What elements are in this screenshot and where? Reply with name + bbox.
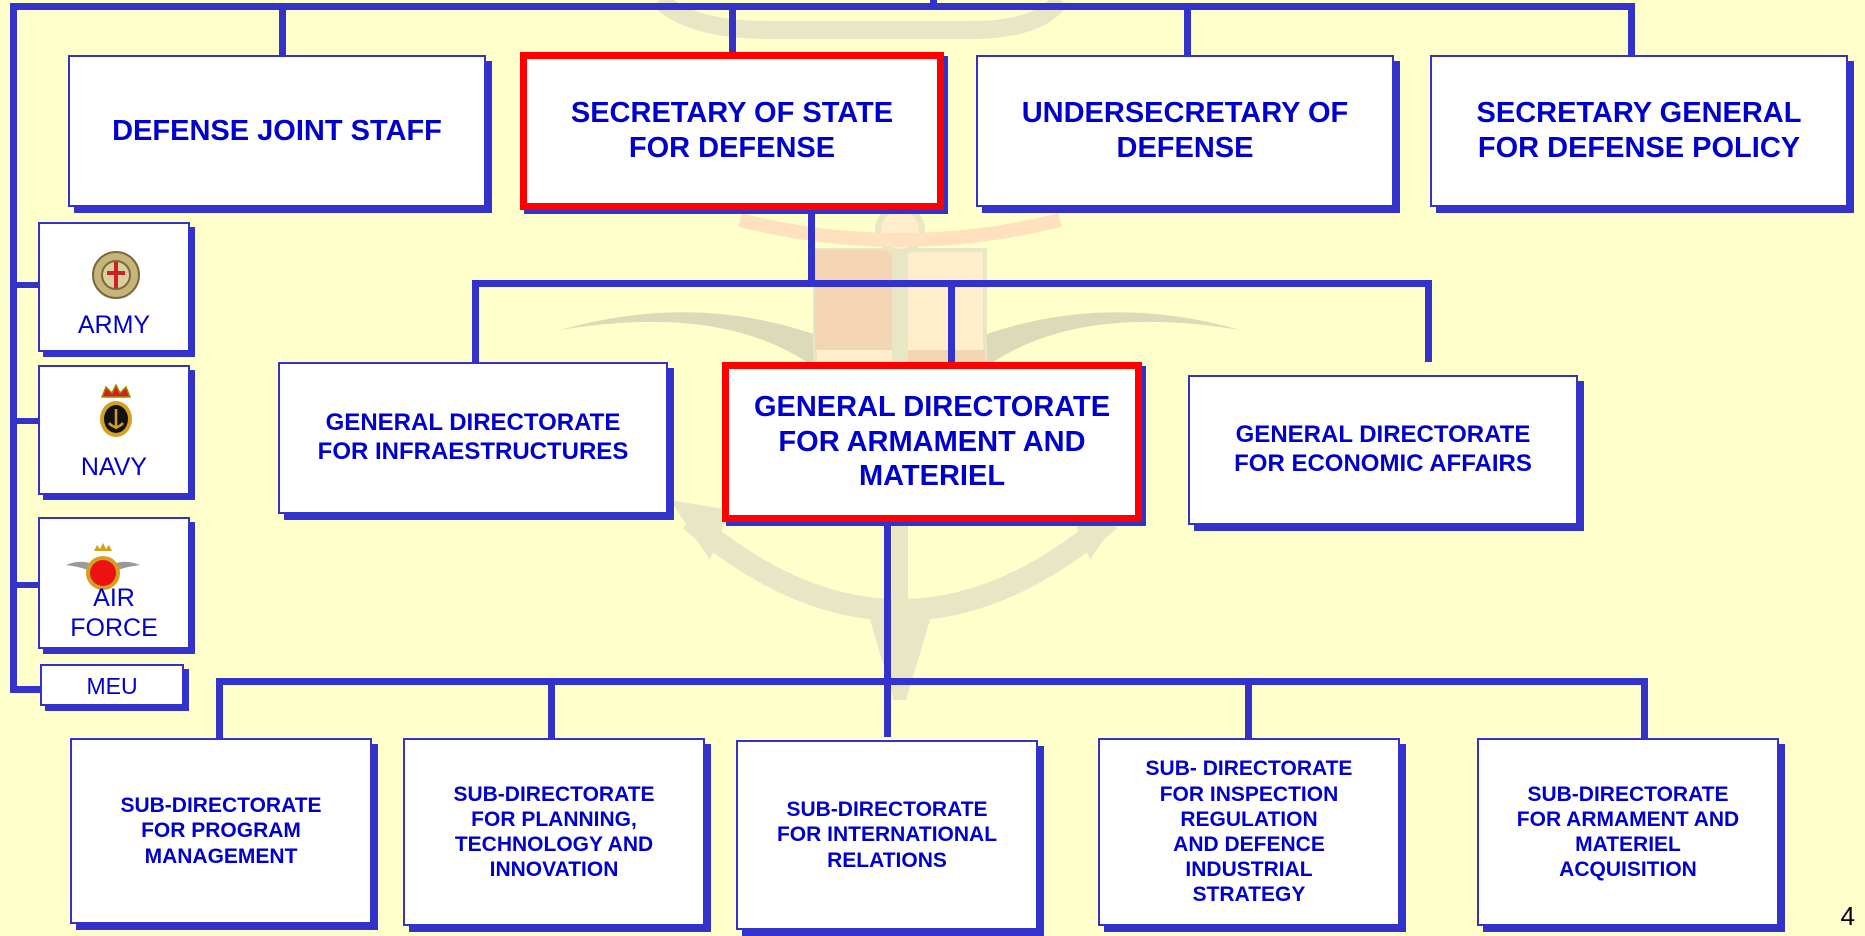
service-box-air-force: AIR FORCE	[38, 517, 190, 649]
navy-emblem-icon	[100, 383, 132, 437]
service-label: MEU	[86, 673, 138, 699]
org-box-subdirectorate-inspection-regulation: SUB- DIRECTORATE FOR INSPECTION REGULATI…	[1098, 738, 1400, 926]
org-box-defense-joint-staff: DEFENSE JOINT STAFF	[68, 55, 486, 207]
org-box-secretary-of-state: SECRETARY OF STATE FOR DEFENSE	[520, 52, 944, 210]
service-label: ARMY	[77, 311, 151, 339]
org-box-label: DEFENSE JOINT STAFF	[112, 114, 442, 147]
org-box-label: SECRETARY GENERAL FOR DEFENSE POLICY	[1476, 97, 1802, 164]
org-box-subdirectorate-program-management: SUB-DIRECTORATE FOR PROGRAM MANAGEMENT	[70, 738, 372, 924]
connector	[10, 3, 1635, 10]
connector	[10, 582, 40, 588]
service-label: AIR FORCE	[70, 584, 158, 642]
connector	[729, 3, 736, 58]
connector	[10, 3, 17, 693]
connector	[10, 686, 45, 693]
org-box-label: SUB-DIRECTORATE FOR PROGRAM MANAGEMENT	[120, 794, 322, 868]
connector	[279, 3, 286, 58]
connector	[1425, 280, 1432, 362]
connector	[216, 678, 223, 738]
service-label: NAVY	[80, 453, 148, 481]
org-box-label: GENERAL DIRECTORATE FOR ARMAMENT AND MAT…	[753, 390, 1111, 493]
org-box-subdirectorate-international-relations: SUB-DIRECTORATE FOR INTERNATIONAL RELATI…	[736, 740, 1038, 930]
org-box-directorate-armament-materiel: GENERAL DIRECTORATE FOR ARMAMENT AND MAT…	[722, 362, 1142, 522]
org-box-secretary-general: SECRETARY GENERAL FOR DEFENSE POLICY	[1430, 55, 1848, 207]
org-box-label: SUB-DIRECTORATE FOR ARMAMENT AND MATERIE…	[1516, 782, 1740, 882]
connector	[216, 678, 1648, 685]
org-box-label: SUB-DIRECTORATE FOR INTERNATIONAL RELATI…	[776, 798, 998, 872]
org-box-label: UNDERSECRETARY OF DEFENSE	[1021, 97, 1349, 164]
connector	[948, 280, 955, 364]
air-force-emblem-icon	[66, 543, 140, 590]
org-box-subdirectorate-planning-technology: SUB-DIRECTORATE FOR PLANNING, TECHNOLOGY…	[403, 738, 705, 926]
connector	[548, 678, 555, 738]
org-box-directorate-infraestructures: GENERAL DIRECTORATE FOR INFRAESTRUCTURES	[278, 362, 668, 514]
service-box-army: ARMY	[38, 222, 190, 352]
org-box-label: SUB- DIRECTORATE FOR INSPECTION REGULATI…	[1145, 757, 1353, 907]
service-box-navy: NAVY	[38, 365, 190, 495]
service-box-meu: MEU	[40, 664, 184, 706]
connector	[808, 212, 815, 284]
org-box-label: SECRETARY OF STATE FOR DEFENSE	[570, 97, 894, 164]
org-box-label: GENERAL DIRECTORATE FOR INFRAESTRUCTURES	[317, 409, 629, 465]
org-box-subdirectorate-armament-acquisition: SUB-DIRECTORATE FOR ARMAMENT AND MATERIE…	[1477, 738, 1779, 926]
army-emblem-icon	[92, 251, 140, 299]
connector	[884, 522, 891, 737]
connector	[10, 282, 40, 288]
connector	[472, 280, 479, 362]
org-box-undersecretary: UNDERSECRETARY OF DEFENSE	[976, 55, 1394, 207]
connector	[930, 0, 937, 8]
org-box-directorate-economic-affairs: GENERAL DIRECTORATE FOR ECONOMIC AFFAIRS	[1188, 375, 1578, 525]
connector	[1628, 3, 1635, 58]
org-box-label: GENERAL DIRECTORATE FOR ECONOMIC AFFAIRS	[1234, 421, 1532, 477]
connector	[10, 418, 40, 424]
org-box-label: SUB-DIRECTORATE FOR PLANNING, TECHNOLOGY…	[453, 782, 655, 882]
connector	[1641, 678, 1648, 738]
connector	[1184, 3, 1191, 58]
page-number: 4	[1840, 901, 1855, 931]
connector	[1245, 678, 1252, 738]
